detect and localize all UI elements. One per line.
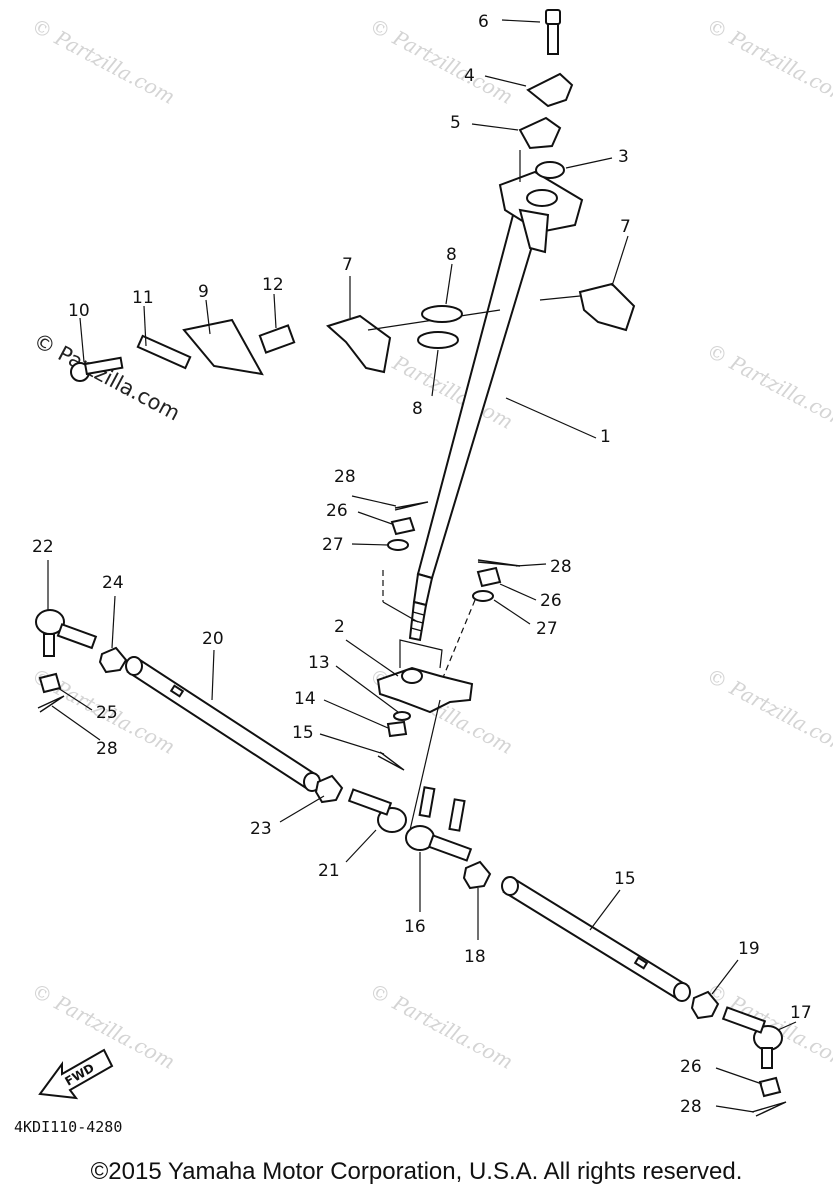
- callout-19: 18: [464, 947, 486, 967]
- cotter-pin-28-left: [37, 695, 65, 713]
- nut-14: [386, 720, 408, 738]
- fastener-group-upper: [382, 501, 521, 681]
- holder-5: [518, 116, 562, 150]
- callout-28: 28: [680, 1097, 702, 1117]
- washer-11: [136, 334, 192, 370]
- nut-20: [690, 990, 720, 1020]
- tie-rod-end-18: [721, 1006, 783, 1069]
- callout-28: 28: [96, 739, 118, 759]
- watermark: © Partzilla.com: [366, 978, 517, 1074]
- callout-21: 20: [202, 629, 224, 649]
- callout-3: 3: [618, 147, 629, 167]
- callout-13: 13: [308, 653, 330, 673]
- tie-rod-end-22: [347, 786, 436, 833]
- bolt-10: [70, 356, 124, 382]
- watermark: © Partzilla.com: [28, 13, 179, 109]
- collar-12: [258, 324, 296, 354]
- leader-lines: [47, 19, 797, 1113]
- tie-rod-16: [501, 876, 691, 1002]
- callout-10: 10: [68, 301, 90, 321]
- nut-24: [314, 774, 344, 804]
- nut-26-left: [38, 672, 62, 694]
- cap-3: [535, 161, 565, 179]
- callout-26: 26: [540, 591, 562, 611]
- callout-25: 24: [102, 573, 124, 593]
- callout-14: 14: [294, 689, 316, 709]
- callout-8: 8: [446, 245, 457, 265]
- callout-27: 27: [536, 619, 558, 639]
- callout-20: 19: [738, 939, 760, 959]
- washer-13: [393, 711, 411, 721]
- callouts: 6 4 5 3 7 7 8 8 1 9 12 11 10 28 26 27 28…: [32, 12, 812, 1117]
- callout-26: 26: [326, 501, 348, 521]
- fwd-arrow: FWD: [38, 1048, 114, 1100]
- tie-rod-end-17: [405, 798, 473, 862]
- callout-26: 26: [680, 1057, 702, 1077]
- cotter-pin-15: [377, 751, 405, 771]
- callout-8: 8: [412, 399, 423, 419]
- watermark: © Partzilla.com: [703, 663, 833, 759]
- ring-8-lower: [417, 331, 459, 349]
- tie-rod-end-23: [35, 609, 98, 657]
- callout-16: 15: [614, 869, 636, 889]
- callout-28: 28: [334, 467, 356, 487]
- callout-9: 9: [198, 282, 209, 302]
- callout-7: 7: [620, 217, 631, 237]
- collar-7-right: [578, 282, 636, 332]
- callout-23: 22: [32, 537, 54, 557]
- callout-5: 5: [450, 113, 461, 133]
- callout-15: 15: [292, 723, 314, 743]
- collar-7-left: [326, 314, 392, 374]
- callout-12: 12: [262, 275, 284, 295]
- watermark: © Partzilla.com: [703, 13, 833, 109]
- callout-24: 23: [250, 819, 272, 839]
- tie-rod-21: [125, 656, 321, 792]
- callout-17: 16: [404, 917, 426, 937]
- callout-27: 27: [322, 535, 344, 555]
- callout-18: 17: [790, 1003, 812, 1023]
- callout-2: 2: [334, 617, 345, 637]
- clamp-4: [526, 72, 574, 108]
- cotter-pin-28-right: [751, 1101, 787, 1117]
- nut-25: [98, 646, 128, 674]
- callout-1: 1: [600, 427, 611, 447]
- pitman-arm-2: [376, 666, 474, 714]
- plate-9: [182, 318, 264, 376]
- nut-26-right: [758, 1076, 782, 1098]
- callout-7: 7: [342, 255, 353, 275]
- watermark: © Partzilla.com: [366, 13, 517, 109]
- callout-28: 28: [550, 557, 572, 577]
- bolt-6: [545, 9, 561, 55]
- callout-22: 21: [318, 861, 340, 881]
- copyright-notice: ©2015 Yamaha Motor Corporation, U.S.A. A…: [90, 1158, 743, 1185]
- callout-26: 25: [96, 703, 118, 723]
- callout-11: 11: [132, 288, 154, 308]
- nut-19: [462, 860, 492, 890]
- steering-shaft: [408, 170, 584, 642]
- callout-4: 4: [464, 66, 475, 86]
- watermark-dark: © Partzilla.com: [30, 328, 184, 425]
- ring-8-upper: [421, 305, 463, 323]
- watermark: © Partzilla.com: [703, 338, 833, 434]
- drawing-code: 4KDI110-4280: [14, 1118, 122, 1136]
- callout-6: 6: [478, 12, 489, 32]
